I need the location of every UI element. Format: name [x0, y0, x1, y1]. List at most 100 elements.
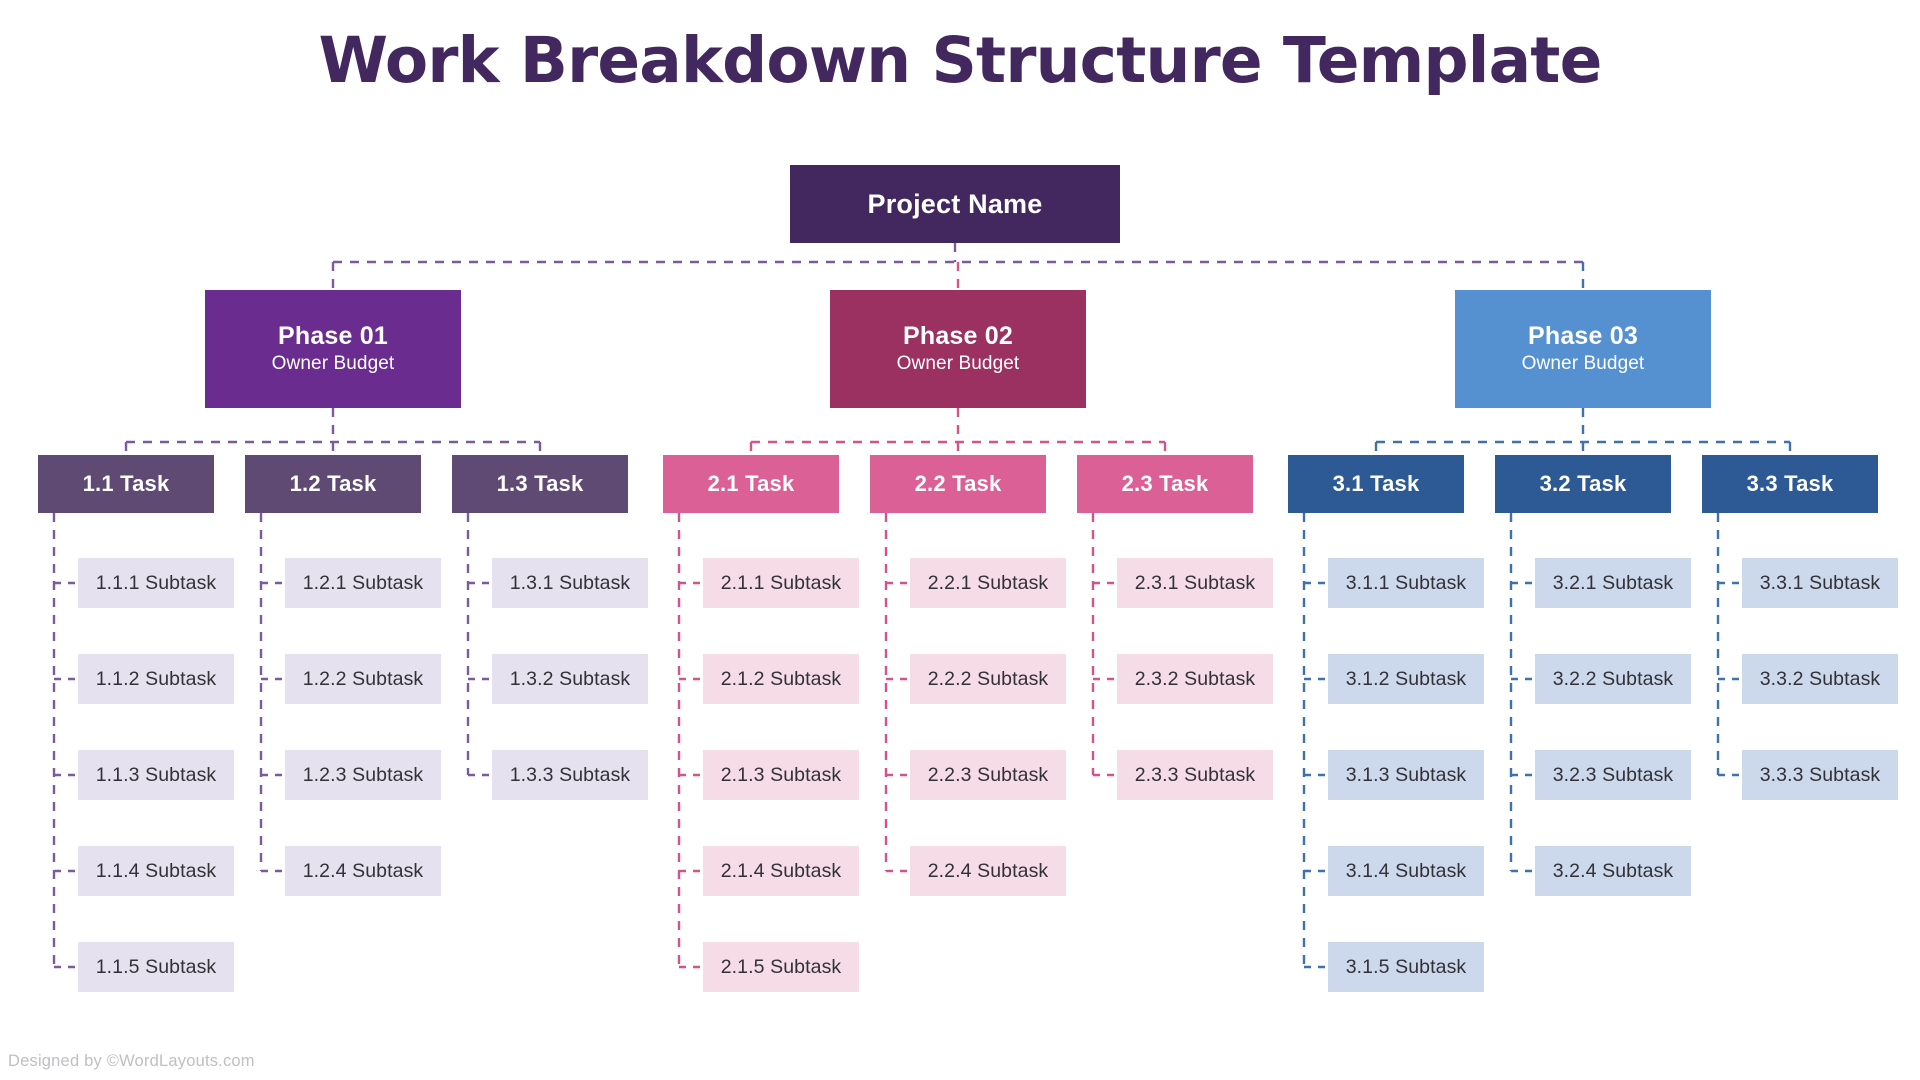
task-label: 2.3 Task: [1121, 471, 1209, 496]
subtask-box-3-3-1[interactable]: 3.3.1 Subtask: [1742, 558, 1898, 608]
subtask-label: 2.3.2 Subtask: [1134, 667, 1256, 690]
phase-box-2[interactable]: Phase 02 Owner Budget: [830, 290, 1086, 408]
subtask-box-2-1-3[interactable]: 2.1.3 Subtask: [703, 750, 859, 800]
task-box-2-2[interactable]: 2.2 Task: [870, 455, 1046, 513]
subtask-label: 2.2.3 Subtask: [927, 763, 1049, 786]
subtask-label: 3.1.5 Subtask: [1345, 955, 1467, 978]
footer-credit: Designed by ©WordLayouts.com: [8, 1052, 255, 1070]
task-box-2-1[interactable]: 2.1 Task: [663, 455, 839, 513]
subtask-label: 2.3.1 Subtask: [1134, 571, 1256, 594]
subtask-label: 1.3.1 Subtask: [509, 571, 631, 594]
subtask-box-2-1-5[interactable]: 2.1.5 Subtask: [703, 942, 859, 992]
subtask-box-1-3-2[interactable]: 1.3.2 Subtask: [492, 654, 648, 704]
subtask-box-3-1-3[interactable]: 3.1.3 Subtask: [1328, 750, 1484, 800]
subtask-label: 3.1.1 Subtask: [1345, 571, 1467, 594]
subtask-box-1-1-5[interactable]: 1.1.5 Subtask: [78, 942, 234, 992]
project-name-box[interactable]: Project Name: [790, 165, 1120, 243]
subtask-label: 3.2.1 Subtask: [1552, 571, 1674, 594]
subtask-label: 2.1.4 Subtask: [720, 859, 842, 882]
phase-box-1[interactable]: Phase 01 Owner Budget: [205, 290, 461, 408]
subtask-label: 1.2.2 Subtask: [302, 667, 424, 690]
subtask-label: 3.1.4 Subtask: [1345, 859, 1467, 882]
subtask-label: 2.1.3 Subtask: [720, 763, 842, 786]
subtask-label: 1.1.5 Subtask: [95, 955, 217, 978]
subtask-label: 2.1.2 Subtask: [720, 667, 842, 690]
subtask-box-3-2-4[interactable]: 3.2.4 Subtask: [1535, 846, 1691, 896]
phase-title: Phase 01: [277, 321, 388, 350]
task-box-1-2[interactable]: 1.2 Task: [245, 455, 421, 513]
project-name-label: Project Name: [867, 188, 1043, 219]
subtask-box-3-3-2[interactable]: 3.3.2 Subtask: [1742, 654, 1898, 704]
subtask-label: 3.3.3 Subtask: [1759, 763, 1881, 786]
phase-subtitle: Owner Budget: [1521, 353, 1645, 375]
subtask-box-1-1-1[interactable]: 1.1.1 Subtask: [78, 558, 234, 608]
subtask-box-2-3-3[interactable]: 2.3.3 Subtask: [1117, 750, 1273, 800]
subtask-box-3-1-4[interactable]: 3.1.4 Subtask: [1328, 846, 1484, 896]
page-title: Work Breakdown Structure Template: [318, 24, 1602, 97]
subtask-label: 2.1.1 Subtask: [720, 571, 842, 594]
subtask-box-3-1-2[interactable]: 3.1.2 Subtask: [1328, 654, 1484, 704]
task-label: 1.3 Task: [496, 471, 584, 496]
phase-subtitle: Owner Budget: [896, 353, 1020, 375]
subtask-label: 3.2.2 Subtask: [1552, 667, 1674, 690]
task-label: 2.2 Task: [914, 471, 1002, 496]
task-label: 1.1 Task: [82, 471, 170, 496]
subtask-label: 3.3.2 Subtask: [1759, 667, 1881, 690]
subtask-box-2-2-1[interactable]: 2.2.1 Subtask: [910, 558, 1066, 608]
phase-title: Phase 02: [902, 321, 1013, 350]
subtask-box-3-1-5[interactable]: 3.1.5 Subtask: [1328, 942, 1484, 992]
subtask-box-2-2-3[interactable]: 2.2.3 Subtask: [910, 750, 1066, 800]
task-box-3-2[interactable]: 3.2 Task: [1495, 455, 1671, 513]
subtask-box-2-3-2[interactable]: 2.3.2 Subtask: [1117, 654, 1273, 704]
task-box-3-3[interactable]: 3.3 Task: [1702, 455, 1878, 513]
subtask-box-1-2-3[interactable]: 1.2.3 Subtask: [285, 750, 441, 800]
subtask-box-3-2-3[interactable]: 3.2.3 Subtask: [1535, 750, 1691, 800]
subtask-box-1-1-3[interactable]: 1.1.3 Subtask: [78, 750, 234, 800]
task-label: 3.2 Task: [1539, 471, 1627, 496]
task-box-2-3[interactable]: 2.3 Task: [1077, 455, 1253, 513]
subtask-label: 3.3.1 Subtask: [1759, 571, 1881, 594]
subtask-box-1-3-1[interactable]: 1.3.1 Subtask: [492, 558, 648, 608]
phase-subtitle: Owner Budget: [271, 353, 395, 375]
subtask-label: 3.2.4 Subtask: [1552, 859, 1674, 882]
subtask-label: 1.2.3 Subtask: [302, 763, 424, 786]
subtask-label: 1.1.1 Subtask: [95, 571, 217, 594]
subtask-box-1-1-2[interactable]: 1.1.2 Subtask: [78, 654, 234, 704]
task-box-1-3[interactable]: 1.3 Task: [452, 455, 628, 513]
subtask-label: 3.1.2 Subtask: [1345, 667, 1467, 690]
subtask-box-2-1-4[interactable]: 2.1.4 Subtask: [703, 846, 859, 896]
subtask-box-3-1-1[interactable]: 3.1.1 Subtask: [1328, 558, 1484, 608]
subtask-label: 1.3.3 Subtask: [509, 763, 631, 786]
subtask-label: 3.2.3 Subtask: [1552, 763, 1674, 786]
task-box-1-1[interactable]: 1.1 Task: [38, 455, 214, 513]
task-label: 1.2 Task: [289, 471, 377, 496]
task-label: 2.1 Task: [707, 471, 795, 496]
task-label: 3.3 Task: [1746, 471, 1834, 496]
subtask-box-1-2-2[interactable]: 1.2.2 Subtask: [285, 654, 441, 704]
subtask-box-1-1-4[interactable]: 1.1.4 Subtask: [78, 846, 234, 896]
subtask-box-1-2-1[interactable]: 1.2.1 Subtask: [285, 558, 441, 608]
subtask-box-2-1-1[interactable]: 2.1.1 Subtask: [703, 558, 859, 608]
subtask-label: 1.1.2 Subtask: [95, 667, 217, 690]
subtask-box-1-3-3[interactable]: 1.3.3 Subtask: [492, 750, 648, 800]
task-label: 3.1 Task: [1332, 471, 1420, 496]
subtask-label: 1.1.4 Subtask: [95, 859, 217, 882]
subtask-label: 2.3.3 Subtask: [1134, 763, 1256, 786]
subtask-box-2-1-2[interactable]: 2.1.2 Subtask: [703, 654, 859, 704]
subtask-box-3-3-3[interactable]: 3.3.3 Subtask: [1742, 750, 1898, 800]
subtask-box-2-2-4[interactable]: 2.2.4 Subtask: [910, 846, 1066, 896]
subtask-label: 1.2.1 Subtask: [302, 571, 424, 594]
task-box-3-1[interactable]: 3.1 Task: [1288, 455, 1464, 513]
phase-box-3[interactable]: Phase 03 Owner Budget: [1455, 290, 1711, 408]
subtask-box-3-2-1[interactable]: 3.2.1 Subtask: [1535, 558, 1691, 608]
phase-title: Phase 03: [1527, 321, 1638, 350]
subtask-box-3-2-2[interactable]: 3.2.2 Subtask: [1535, 654, 1691, 704]
subtask-label: 2.2.1 Subtask: [927, 571, 1049, 594]
subtask-box-2-2-2[interactable]: 2.2.2 Subtask: [910, 654, 1066, 704]
subtask-label: 2.1.5 Subtask: [720, 955, 842, 978]
subtask-box-1-2-4[interactable]: 1.2.4 Subtask: [285, 846, 441, 896]
subtask-label: 2.2.2 Subtask: [927, 667, 1049, 690]
subtask-box-2-3-1[interactable]: 2.3.1 Subtask: [1117, 558, 1273, 608]
subtask-label: 1.1.3 Subtask: [95, 763, 217, 786]
